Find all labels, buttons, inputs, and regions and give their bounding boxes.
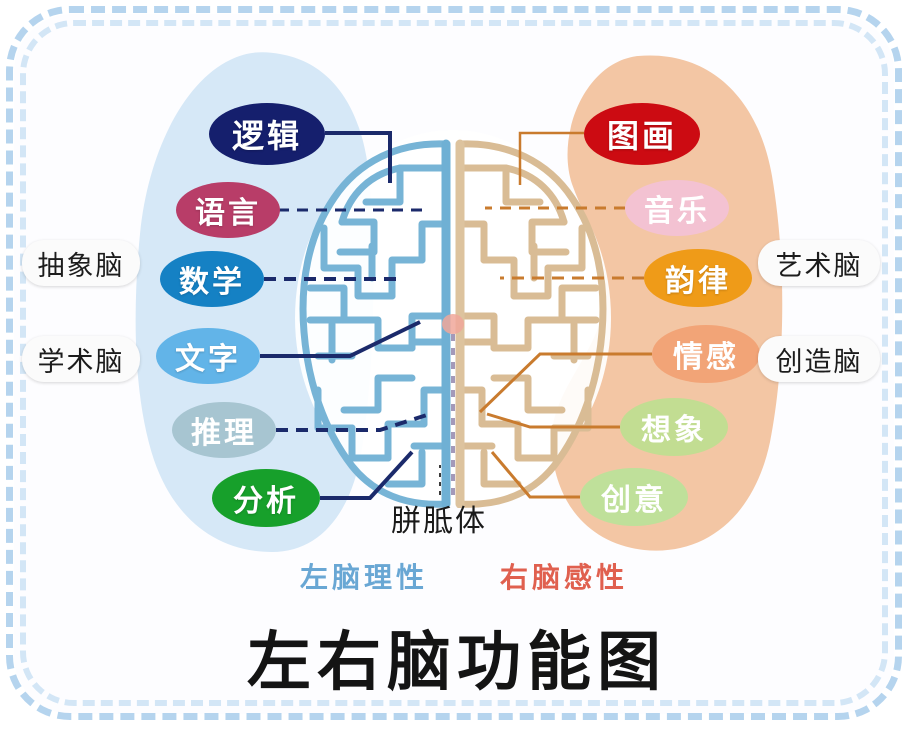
pill-right-5-label: 创意 (601, 484, 667, 517)
pill-left-4[interactable]: 推理 (172, 402, 276, 458)
page-title: 左右脑功能图 (247, 626, 667, 700)
pill-right-3-label: 情感 (673, 341, 739, 374)
pill-left-4-label: 推理 (191, 417, 257, 450)
brain-illustration (295, 130, 611, 508)
tag-creative-brain-label: 创造脑 (775, 346, 863, 378)
tag-artistic-brain-label: 艺术脑 (775, 250, 863, 282)
pill-left-3[interactable]: 文字 (156, 328, 260, 384)
pill-left-5[interactable]: 分析 (212, 469, 320, 527)
pill-right-3[interactable]: 情感 (652, 325, 760, 383)
pill-left-2[interactable]: 数学 (160, 251, 264, 307)
tag-academic-brain-label: 学术脑 (37, 346, 125, 378)
left-brain-caption: 左脑理性 (300, 561, 429, 594)
pill-right-1[interactable]: 音乐 (625, 180, 729, 236)
pill-right-1-label: 音乐 (644, 195, 710, 228)
pill-right-2-label: 韵律 (665, 265, 731, 298)
corpus-callosum-label: 胼胝体 (391, 504, 487, 539)
pill-left-0[interactable]: 逻辑 (209, 103, 325, 165)
pill-left-1[interactable]: 语言 (176, 182, 280, 238)
pill-right-4[interactable]: 想象 (620, 398, 728, 456)
pill-left-1-label: 语言 (195, 197, 261, 230)
right-brain-caption: 右脑感性 (500, 561, 629, 594)
pill-right-0-label: 图画 (606, 118, 677, 154)
pill-right-0[interactable]: 图画 (584, 103, 700, 165)
tag-academic-brain[interactable]: 学术脑 (22, 336, 140, 382)
tag-abstract-brain[interactable]: 抽象脑 (22, 240, 140, 286)
pill-left-0-label: 逻辑 (231, 118, 302, 154)
pill-right-5[interactable]: 创意 (580, 468, 688, 526)
pill-left-3-label: 文字 (175, 343, 241, 376)
pill-left-2-label: 数学 (179, 266, 245, 299)
dashed-frame-outer (6, 6, 902, 720)
pill-right-4-label: 想象 (641, 414, 707, 447)
pill-left-5-label: 分析 (233, 485, 299, 518)
tag-artistic-brain[interactable]: 艺术脑 (758, 240, 880, 286)
tag-creative-brain[interactable]: 创造脑 (758, 336, 880, 382)
tag-abstract-brain-label: 抽象脑 (37, 250, 125, 282)
pill-right-2[interactable]: 韵律 (644, 249, 752, 307)
